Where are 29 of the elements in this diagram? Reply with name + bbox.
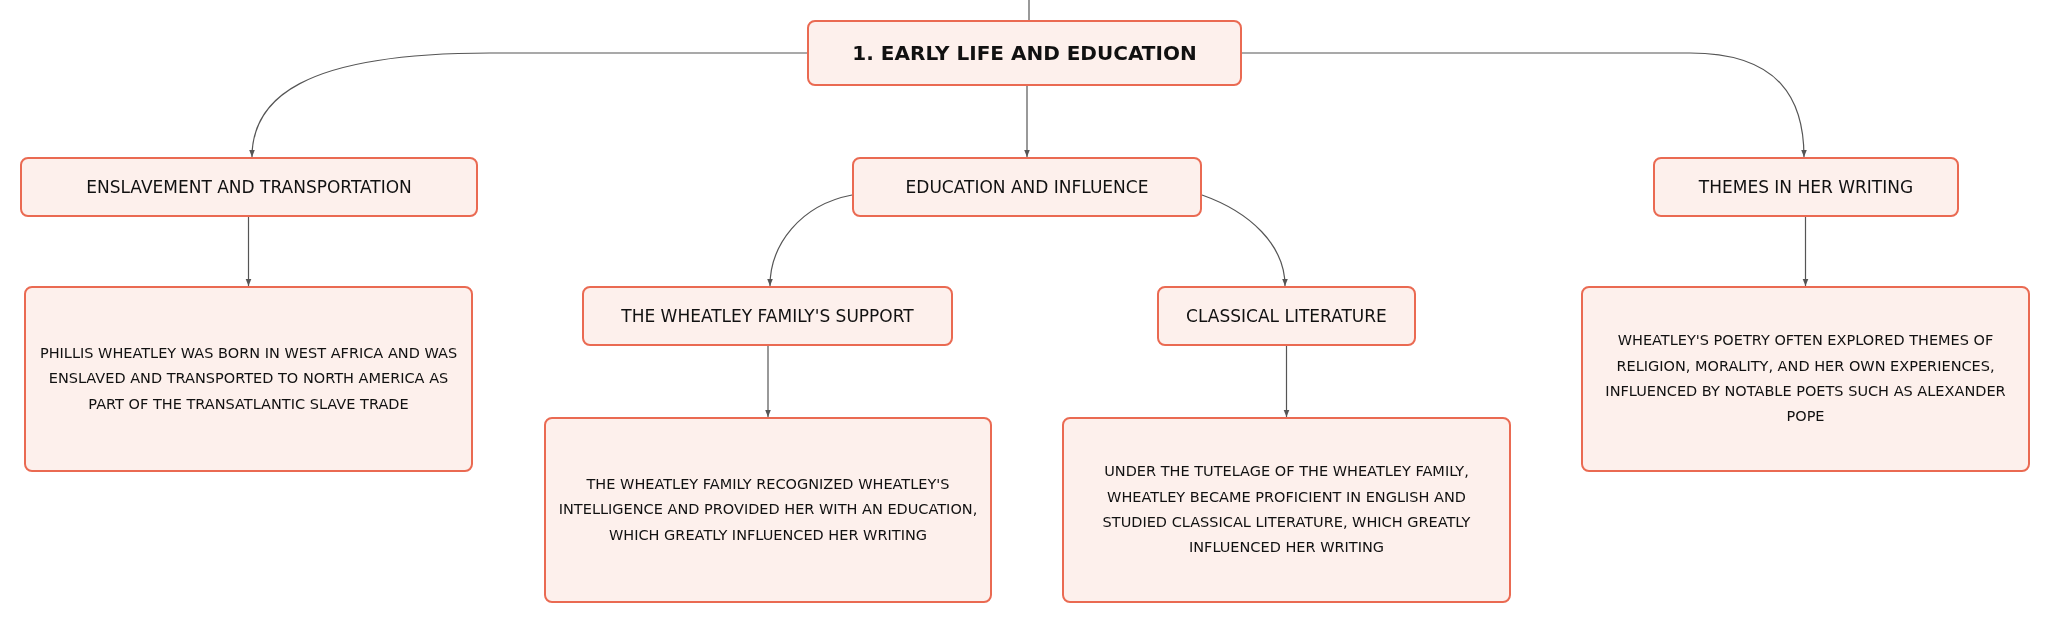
topic-box: [807, 20, 1242, 86]
topic-box: [20, 157, 478, 217]
connector-arrow: [1024, 85, 1030, 158]
topic-text: THE WHEATLEY FAMILY'S SUPPORT: [621, 304, 914, 328]
topic-text: 1. EARLY LIFE AND EDUCATION: [852, 40, 1197, 66]
topic-text: EDUCATION AND INFLUENCE: [905, 175, 1149, 199]
topic-text: WHEATLEY'S POETRY OFTEN EXPLORED THEMES OF RELIGION, MORALITY, AND HER OWN EXPERIENCES, INFLUENCED BY NOTABLE POETS SUCH AS ALEXANDER POPE: [1604, 331, 2007, 427]
connector-arrow: [1283, 345, 1290, 418]
topic-text: UNDER THE TUTELAGE OF THE WHEATLEY FAMILY, WHEATLEY BECAME PROFICIENT IN ENGLISH AND STUDIED CLASSICAL LITERATURE, WHICH GREATLY INFLUENCED HER WRITING: [1101, 462, 1472, 558]
topic-box: [1653, 157, 1959, 217]
topic-box: [1581, 286, 2030, 472]
topic-box: [582, 286, 953, 346]
connector-arrow: [765, 345, 771, 418]
topic-box: [1157, 286, 1416, 346]
topic-text: THE WHEATLEY FAMILY RECOGNIZED WHEATLEY'S INTELLIGENCE AND PROVIDED HER WITH AN EDUCATION, WHICH GREATLY INFLUENCED HER WRITING: [557, 474, 979, 545]
topic-box: [544, 417, 992, 603]
connector-arrow: [1201, 194, 1288, 287]
connector-arrow: [249, 52, 808, 158]
topic-text: ENSLAVEMENT AND TRANSPORTATION: [86, 175, 412, 199]
topic-box: [1062, 417, 1511, 603]
topic-box: [24, 286, 473, 472]
topic-text: THEMES IN HER WRITING: [1698, 175, 1914, 199]
connector-arrow: [245, 216, 252, 287]
topic-text: CLASSICAL LITERATURE: [1186, 304, 1387, 328]
connector-arrow: [1802, 216, 1809, 287]
connector-arrow: [1241, 52, 1807, 158]
topic-box: [852, 157, 1202, 217]
connector-arrow: [767, 194, 853, 287]
topic-text: PHILLIS WHEATLEY WAS BORN IN WEST AFRICA AND WAS ENSLAVED AND TRANSPORTED TO NORTH AMERICA AS PART OF THE TRANSATLANTIC SLAVE TRADE: [38, 343, 459, 414]
